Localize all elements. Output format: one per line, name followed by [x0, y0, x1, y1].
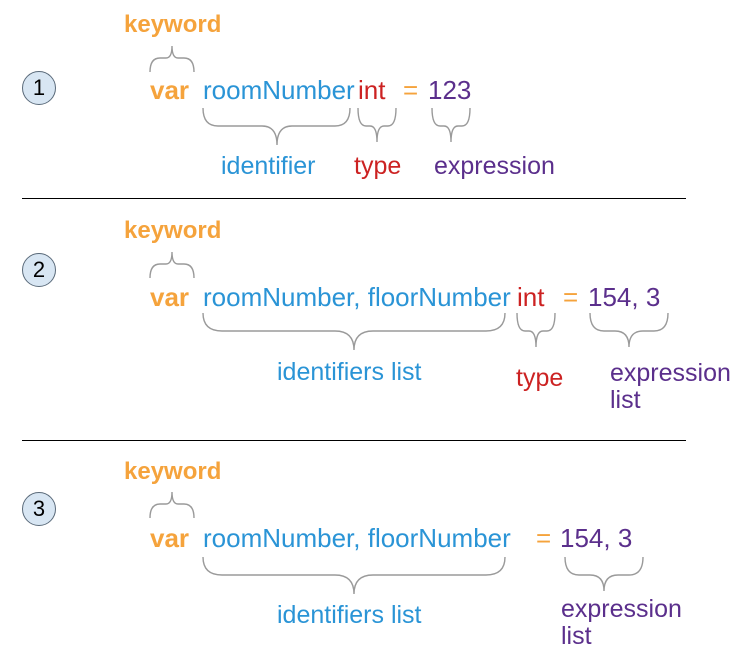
equals-2: =	[563, 282, 579, 312]
type-2: int	[517, 282, 545, 312]
identifier-label-2: identifiers list	[277, 358, 422, 386]
expression-label-2-line2: list	[610, 386, 641, 414]
expression-label-3-line2: list	[561, 622, 592, 650]
expression-label-1: expression	[434, 152, 555, 180]
expression-label-2-line1: expression	[610, 359, 731, 387]
identifier-1: roomNumber	[203, 75, 355, 105]
identifier-label-3: identifiers list	[277, 601, 422, 629]
keyword-label-1: keyword	[124, 11, 222, 38]
keyword-var-2: var	[150, 282, 190, 312]
identifier-3: roomNumber, floorNumber	[203, 523, 511, 553]
expression-brace-2	[589, 312, 669, 348]
keyword-var-1: var	[150, 75, 190, 105]
identifier-brace-2	[202, 312, 506, 351]
expression-3: 154, 3	[560, 523, 633, 553]
expression-label-3-line1: expression	[561, 595, 682, 623]
divider-2	[22, 440, 686, 441]
equals-3: =	[536, 523, 552, 553]
type-1: int	[358, 75, 386, 105]
type-label-2: type	[516, 364, 564, 392]
example-number-2: 2	[22, 253, 56, 287]
example-number-3: 3	[22, 492, 56, 526]
divider-1	[22, 198, 686, 199]
identifier-brace-1	[202, 107, 351, 146]
identifier-label-1: identifier	[221, 152, 316, 180]
expression-2: 154, 3	[588, 282, 661, 312]
expression-1: 123	[428, 75, 472, 105]
keyword-label-3: keyword	[124, 458, 222, 485]
keyword-label-2: keyword	[124, 217, 222, 244]
identifier-brace-3	[202, 556, 506, 595]
type-brace-1	[357, 107, 397, 143]
keyword-var-3: var	[150, 523, 190, 553]
type-label-1: type	[354, 152, 402, 180]
identifier-2: roomNumber, floorNumber	[203, 282, 511, 312]
keyword-brace-1	[149, 45, 195, 73]
equals-1: =	[403, 75, 419, 105]
expression-brace-1	[431, 107, 471, 143]
keyword-brace-2	[149, 251, 195, 279]
expression-brace-3	[564, 556, 644, 592]
type-brace-2	[516, 312, 556, 348]
example-number-1: 1	[22, 71, 56, 105]
keyword-brace-3	[149, 491, 195, 519]
